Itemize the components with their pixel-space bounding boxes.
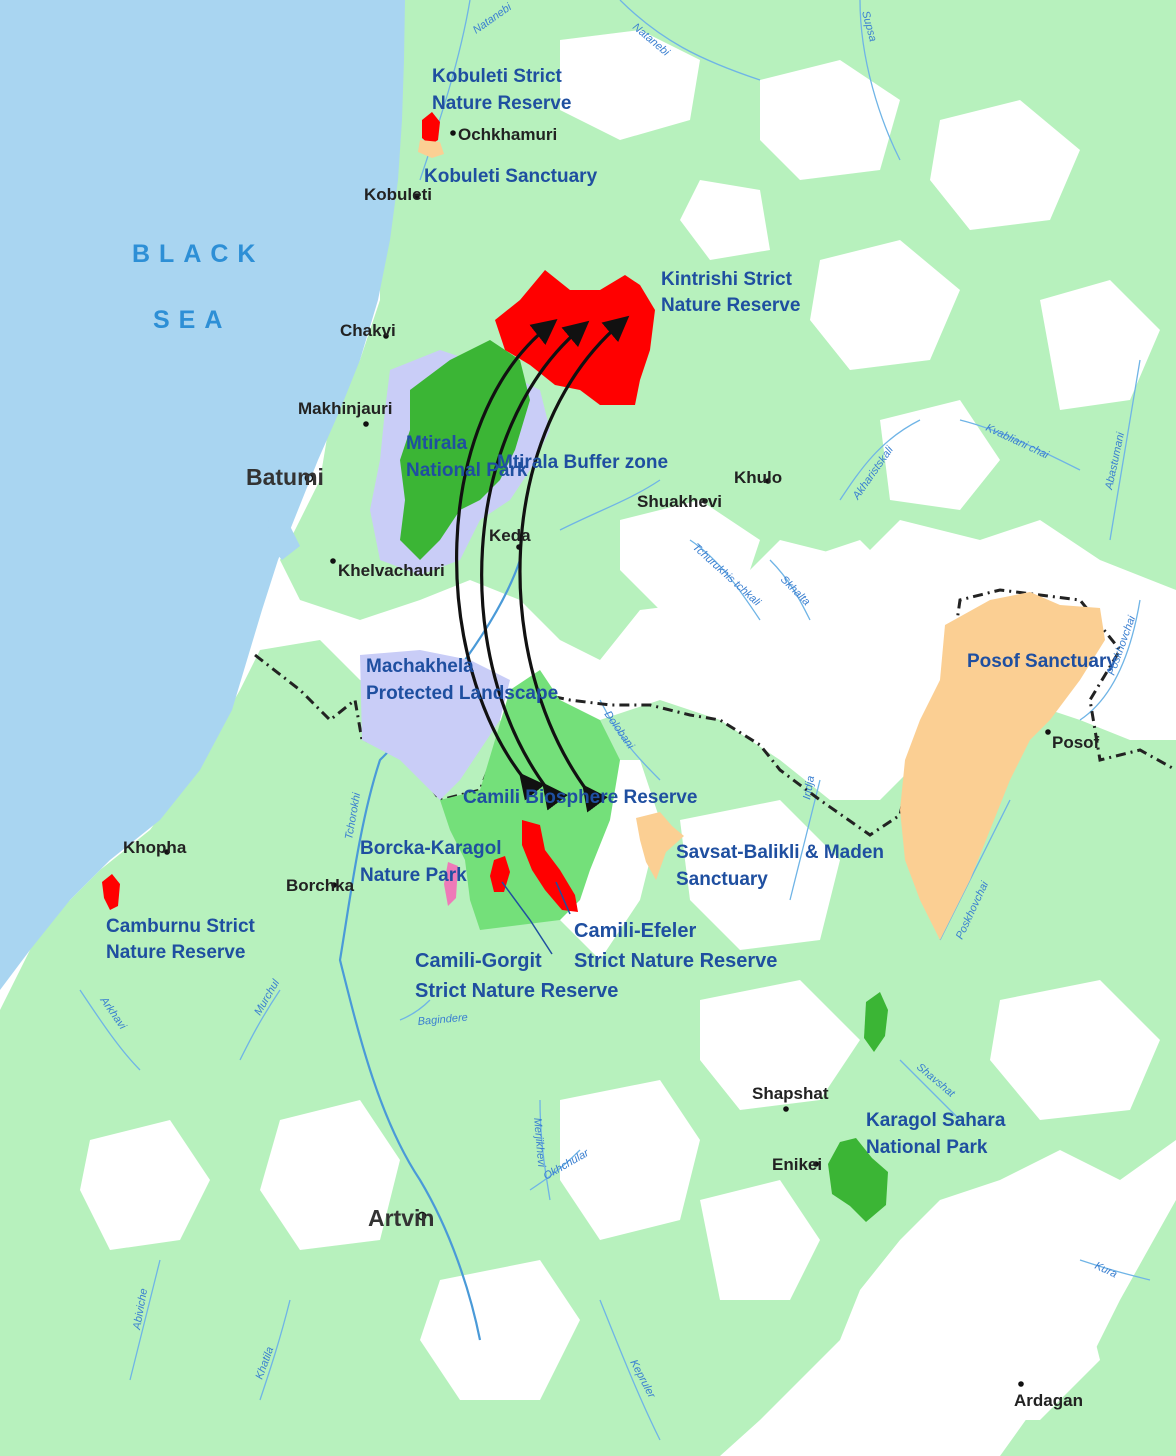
label-mtirala-np-1: Mtirala (406, 433, 468, 454)
town-kobuleti: Kobuleti (364, 185, 432, 204)
open-land (80, 30, 1160, 1420)
label-kintrishi-1: Kintrishi Strict (661, 269, 793, 290)
label-camili-efeler-1: Camili-Efeler (574, 920, 696, 942)
label-camburnu-2: Nature Reserve (106, 942, 245, 963)
camburnu-reserve (102, 874, 120, 910)
mtirala-national-park (400, 340, 530, 560)
town-enikei: Enikei (772, 1155, 822, 1174)
label-camili-gorgit-1: Camili-Gorgit (415, 950, 542, 972)
town-khelvachauri: Khelvachauri (338, 561, 445, 580)
town-khopha: Khopha (123, 838, 187, 857)
label-savsat-1: Savsat-Balikli & Maden (676, 842, 884, 863)
label-savsat-2: Sanctuary (676, 869, 768, 890)
label-camili-efeler-2: Strict Nature Reserve (574, 950, 777, 972)
camili-efeler-reserve (522, 820, 578, 912)
label-karagol-sahara-2: National Park (866, 1137, 988, 1158)
black-sea (0, 0, 405, 990)
borcka-karagol-park (444, 862, 458, 906)
town-shuakhevi: Shuakhevi (637, 492, 722, 511)
label-machakhela-1: Machakhela (366, 656, 474, 677)
label-kobuleti-sanctuary: Kobuleti Sanctuary (424, 166, 598, 187)
town-ochkhamuri: Ochkhamuri (458, 125, 557, 144)
town-borchka: Borchka (286, 876, 355, 895)
gorgit-leader-line (501, 881, 553, 955)
label-posof-sanctuary: Posof Sanctuary (967, 651, 1117, 672)
label-mtirala-np-2: National Park (406, 460, 528, 481)
town-khulo: Khulo (734, 468, 782, 487)
savsat-sanctuary (636, 812, 684, 880)
label-borcka-karagol-1: Borcka-Karagol (360, 838, 502, 859)
label-kintrishi-2: Nature Reserve (661, 295, 800, 316)
batumi-lagoon (268, 520, 300, 560)
label-camili-biosphere: Camili Biosphere Reserve (463, 787, 697, 808)
label-machakhela-2: Protected Landscape (366, 683, 558, 704)
camili-gorgit-reserve (490, 856, 510, 892)
kobuleti-strict-reserve (422, 112, 440, 145)
town-chakvi: Chakvi (340, 321, 396, 340)
town-markers (164, 130, 1051, 1387)
town-makhinjauri: Makhinjauri (298, 399, 392, 418)
sea-label-line2: SEA (153, 306, 231, 334)
river-iridja: Iridja (801, 775, 817, 801)
karagol-sahara-park-north (864, 992, 888, 1052)
river-bagindere: Bagindere (417, 1012, 468, 1028)
label-borcka-karagol-2: Nature Park (360, 865, 467, 886)
label-camburnu-1: Camburnu Strict (106, 916, 256, 937)
river-merjikhevi: Merjikhevi (531, 1117, 547, 1168)
label-karagol-sahara-1: Karagol Sahara (866, 1110, 1006, 1131)
posof-sanctuary (900, 592, 1105, 940)
efeler-leader-line (555, 881, 571, 915)
label-mtirala-buffer: Mtirala Buffer zone (497, 452, 668, 473)
machakhela-landscape (360, 650, 510, 800)
karagol-sahara-park-south (828, 1138, 888, 1222)
kobuleti-sanctuary (418, 140, 444, 158)
town-artvin: Artvin (368, 1205, 434, 1231)
town-ardagan: Ardagan (1014, 1391, 1083, 1410)
town-shapshat: Shapshat (752, 1084, 829, 1103)
town-batumi: Batumi (246, 464, 324, 490)
arrow-middle (480, 320, 590, 811)
label-camili-gorgit-2: Strict Nature Reserve (415, 980, 618, 1002)
sea-label-line1: BLACK (132, 240, 265, 268)
label-kobuleti-strict-2: Nature Reserve (432, 93, 571, 114)
town-keda: Keda (489, 526, 531, 545)
label-kobuleti-strict-1: Kobuleti Strict (432, 66, 563, 87)
arrow-west (455, 319, 558, 801)
town-posof: Posof (1052, 733, 1100, 752)
